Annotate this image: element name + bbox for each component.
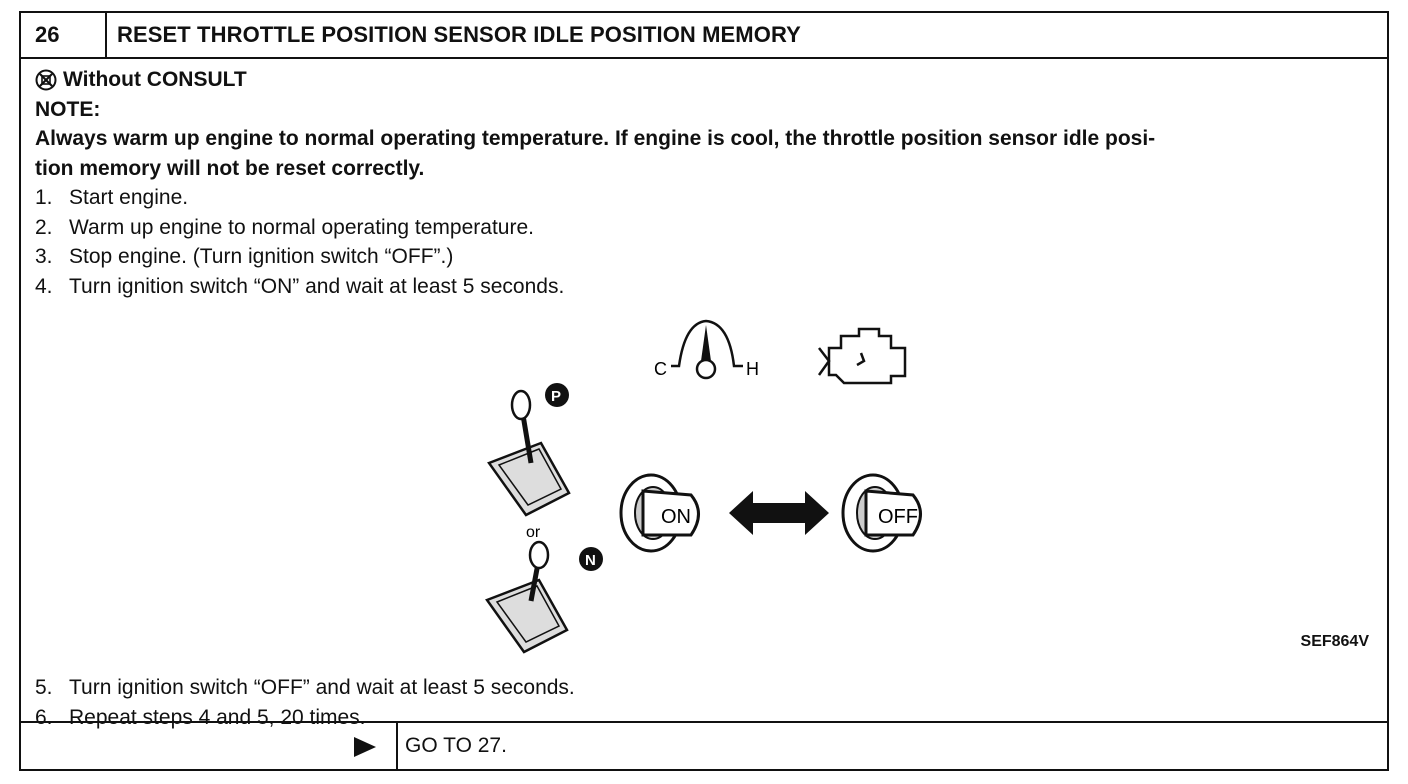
- footer-row: GO TO 27.: [21, 721, 1387, 769]
- figure-id: SEF864V: [1300, 633, 1369, 650]
- consult-crossed-icon: [35, 69, 57, 91]
- note-label: NOTE:: [35, 97, 101, 121]
- gauge-cold-label: C: [654, 359, 667, 379]
- procedure-body: Without CONSULT NOTE: Always warm up eng…: [35, 65, 1375, 301]
- note-text-1: Always warm up engine to normal operatin…: [35, 127, 1156, 150]
- list-item: 2.Warm up engine to normal operating tem…: [35, 215, 534, 239]
- shift-p-label: P: [551, 388, 561, 405]
- shift-lever-n-icon: N: [485, 540, 603, 654]
- ignition-key-on-icon: ON: [619, 473, 700, 553]
- or-label: or: [526, 524, 541, 541]
- procedure-illustration: C H P or N: [485, 319, 922, 654]
- goto-link[interactable]: GO TO 27.: [405, 734, 507, 757]
- list-item: 4.Turn ignition switch “ON” and wait at …: [35, 274, 565, 298]
- shift-lever-p-icon: P: [487, 383, 571, 517]
- list-item: 3.Stop engine. (Turn ignition switch “OF…: [35, 245, 454, 268]
- key-off-label: OFF: [878, 506, 918, 528]
- step-number: 26: [21, 13, 107, 57]
- gauge-hot-label: H: [746, 359, 759, 379]
- list-item: 5.Turn ignition switch “OFF” and wait at…: [35, 676, 575, 699]
- header-row: 26 RESET THROTTLE POSITION SENSOR IDLE P…: [21, 13, 1387, 59]
- temperature-gauge-icon: C H: [654, 319, 759, 380]
- engine-icon: [817, 327, 907, 385]
- step-title: RESET THROTTLE POSITION SENSOR IDLE POSI…: [117, 22, 801, 47]
- steps-list: 1.Start engine. 2.Warm up engine to norm…: [35, 183, 1375, 301]
- note-text-2: tion memory will not be reset correctly.: [35, 156, 425, 180]
- right-triangle-icon: [354, 737, 376, 757]
- procedure-table: 26 RESET THROTTLE POSITION SENSOR IDLE P…: [19, 11, 1389, 771]
- consult-label: Without CONSULT: [63, 68, 247, 91]
- ignition-key-off-icon: OFF: [841, 473, 922, 553]
- key-on-label: ON: [661, 506, 691, 528]
- shift-n-label: N: [585, 552, 596, 569]
- double-arrow-icon: [729, 491, 829, 535]
- arrow-cell: [21, 723, 398, 769]
- consult-line: Without CONSULT: [35, 65, 1375, 95]
- list-item: 1.Start engine.: [35, 186, 189, 209]
